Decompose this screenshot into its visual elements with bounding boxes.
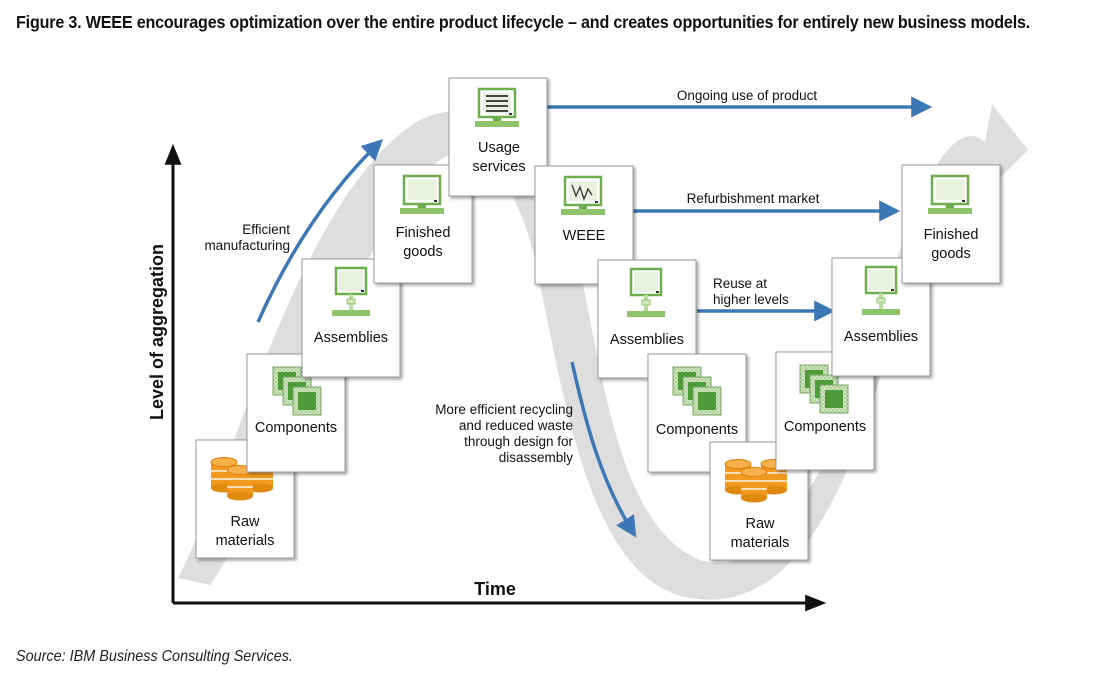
- svg-text:and reduced waste: and reduced waste: [459, 418, 573, 433]
- svg-text:Components: Components: [656, 422, 738, 438]
- svg-text:Raw: Raw: [745, 516, 775, 532]
- figure-source: Source: IBM Business Consulting Services…: [16, 648, 293, 665]
- box-finished-goods-right: Finished goods: [901, 164, 1001, 284]
- svg-text:Usage: Usage: [478, 140, 520, 156]
- box-components-left: Components: [246, 353, 346, 473]
- y-axis-label: Level of aggregation: [147, 244, 167, 420]
- annotation-reuse: Reuse at higher levels: [713, 276, 789, 307]
- svg-text:Components: Components: [784, 419, 866, 435]
- svg-text:goods: goods: [403, 244, 443, 260]
- svg-text:Assemblies: Assemblies: [844, 329, 918, 345]
- svg-text:materials: materials: [216, 533, 275, 549]
- svg-text:services: services: [472, 159, 525, 175]
- svg-text:through design for: through design for: [464, 434, 573, 449]
- broken-monitor-icon: [559, 175, 607, 217]
- svg-text:goods: goods: [931, 246, 971, 262]
- usage-monitor-icon: [473, 87, 521, 129]
- monitor-icon: [926, 174, 974, 216]
- box-usage-services: Usage services: [448, 77, 548, 197]
- svg-text:Reuse at: Reuse at: [713, 276, 767, 291]
- svg-text:higher levels: higher levels: [713, 292, 789, 307]
- annotation-ongoing-use: Ongoing use of product: [677, 88, 818, 103]
- axes: Level of aggregation Time: [147, 143, 827, 612]
- svg-text:materials: materials: [731, 535, 790, 551]
- svg-text:Assemblies: Assemblies: [610, 332, 684, 348]
- recycling-arrow: [570, 361, 637, 538]
- svg-text:disassembly: disassembly: [499, 450, 574, 465]
- svg-text:WEEE: WEEE: [563, 228, 606, 244]
- x-axis-label: Time: [474, 579, 516, 599]
- annotation-efficient-manufacturing: Efficient manufacturing: [204, 222, 290, 253]
- svg-text:Components: Components: [255, 420, 337, 436]
- svg-text:Efficient: Efficient: [242, 222, 290, 237]
- svg-text:Finished: Finished: [924, 227, 979, 243]
- monitor-icon: [398, 174, 446, 216]
- svg-text:More efficient recycling: More efficient recycling: [435, 402, 573, 417]
- svg-text:Raw: Raw: [230, 514, 260, 530]
- figure-title: Figure 3. WEEE encourages optimization o…: [16, 12, 1031, 32]
- svg-text:manufacturing: manufacturing: [204, 238, 290, 253]
- efficient-manufacturing-arrow: [256, 139, 384, 323]
- box-finished-goods-left: Finished goods: [373, 164, 473, 284]
- annotation-recycling: More efficient recycling and reduced was…: [435, 402, 573, 465]
- svg-text:Assemblies: Assemblies: [314, 330, 388, 346]
- svg-text:Finished: Finished: [396, 225, 451, 241]
- lifecycle-swoosh: [178, 104, 1028, 600]
- annotation-refurbishment: Refurbishment market: [687, 191, 820, 206]
